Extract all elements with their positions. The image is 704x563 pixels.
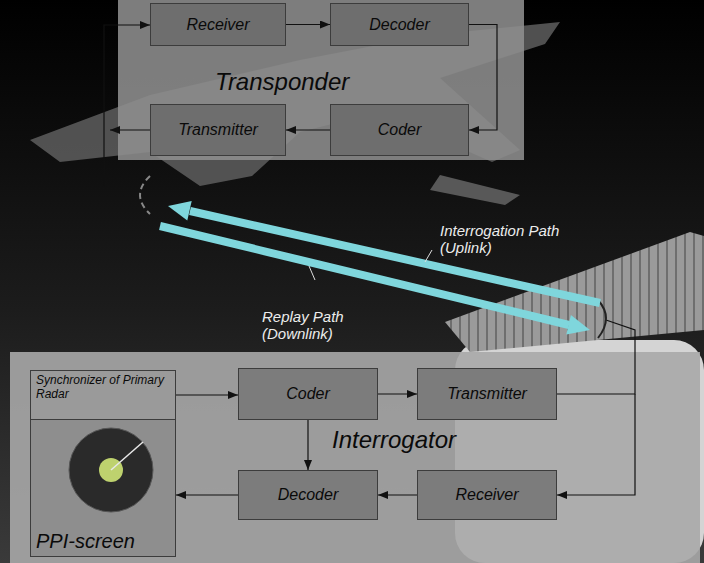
path-label: Replay Path (Downlink) [262,308,382,343]
signal-arrow [176,394,238,395]
transponder-panel: Transponder Receiver DecoderTransmitter Cod… [118,0,524,160]
transponder-antenna-wire [110,129,150,130]
transmitter-box: Transmitter [150,104,286,156]
leader-line [425,250,432,262]
ppi-sweep [111,442,143,470]
signal-arrow [286,129,330,130]
signal-arrow [176,494,238,495]
coder-box: Coder [330,104,469,156]
box-label: Receiver [455,486,518,504]
path-label: Interrogation Path (Uplink) [440,222,610,257]
signal-arrow [469,25,497,131]
signal-arrow [307,420,308,470]
decoder-box: Decoder [330,3,469,46]
interrogator-panel-fill [10,352,700,563]
downlink-arrow [160,226,569,325]
panel-title: Transponder [215,68,349,96]
transponder-panel-fill [118,0,524,160]
jet-missile [430,175,520,205]
box-label: Transmitter [178,121,258,139]
synchronizer-box: Synchronizer of Primary Radar [30,370,176,420]
interrogator-antenna-wire [557,394,635,495]
receiver-box: Receiver [150,3,286,46]
leader-line [309,266,315,280]
signal-arrow [378,494,417,495]
box-label: Coder [378,121,422,139]
ppi-screen-disc [69,428,153,512]
coder-box: Coder [238,368,378,420]
receiver-box: Receiver [417,470,557,520]
box-label: Receiver [186,16,249,34]
decoder-box: Decoder [238,470,378,520]
box-label: Decoder [278,486,338,504]
box-label: Transmitter [447,385,527,403]
antenna-symbol [140,176,150,214]
signal-arrow [286,24,330,25]
uplink-arrowhead [168,201,192,221]
interrogator-panel: Interrogator Synchronizer of Primary Rada… [10,352,700,563]
transmitter-box: Transmitter [417,368,557,420]
box-label: Synchronizer of Primary Radar [36,374,170,402]
box-label: Coder [286,385,330,403]
panel-title: Interrogator [332,426,456,454]
transponder-antenna-wire [104,25,150,186]
ppi-screen-box: PPI-screen [30,420,176,557]
downlink-arrowhead [566,315,590,334]
box-label: PPI-screen [36,530,135,553]
box-label: Decoder [369,16,429,34]
signal-arrow [378,393,417,394]
